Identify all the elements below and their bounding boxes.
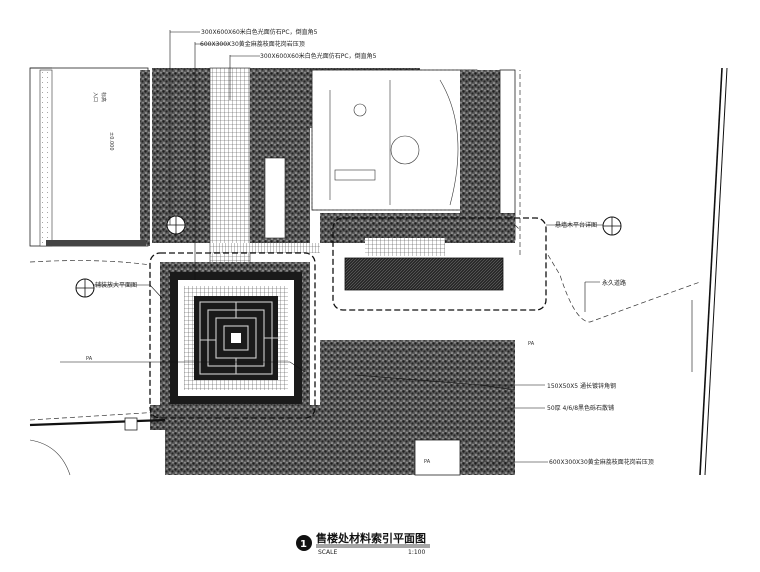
callout-top2: 600X300X30黄金麻荔枝面花岗岩压顶 [200,40,305,48]
scale-value: 1:100 [408,549,425,556]
left-lower-road [29,417,166,476]
callout-bottom-right: 600X300X30黄金麻荔枝面花岗岩压顶 [549,458,654,466]
dashed-callout-boundaries [149,217,547,419]
lower-pebble-field [150,340,515,476]
central-maze-plaza [160,262,310,412]
drawing-number-badge [296,535,312,551]
svg-text:标高: 标高 [100,92,107,102]
svg-text:±0.000: ±0.000 [108,132,114,151]
section-marker-circles [75,215,622,298]
middle-band [320,213,515,291]
callout-pa-bottom: PA [424,459,431,465]
callout-top1: 300X600X60米白色光面仿石PC，倒直角5 [201,28,318,36]
title-block: 1 售楼处材料索引平面图 SCALE 1:100 [296,531,430,556]
top-right-building [311,69,516,241]
callout-top3: 300X600X60米白色光面仿石PC，倒直角5 [260,52,377,60]
dashed-road-lines [29,70,701,421]
left-building-notes: 入口 标高 ±0.000 [92,92,114,151]
callout-platform-right: 悬墙木平台详图 [555,221,597,229]
callout-cobble: 50厚 4/6/8黑色砾石散铺 [547,404,614,412]
callout-road: 永久道路 [602,279,626,287]
svg-text:入口: 入口 [92,92,98,102]
scale-label: SCALE [318,549,337,556]
drawing-title: 售楼处材料索引平面图 [315,531,426,545]
callout-steel: 150X50X5 通长镀锌角钢 [547,382,616,390]
right-road-boundary [691,67,728,476]
callout-leader-lines [60,30,603,463]
callout-platform-left: 辅装放大平面图 [95,281,137,289]
callout-pa-left: PA [86,356,93,362]
callout-pa-right: PA [528,341,535,347]
drawing-number: 1 [300,539,307,550]
